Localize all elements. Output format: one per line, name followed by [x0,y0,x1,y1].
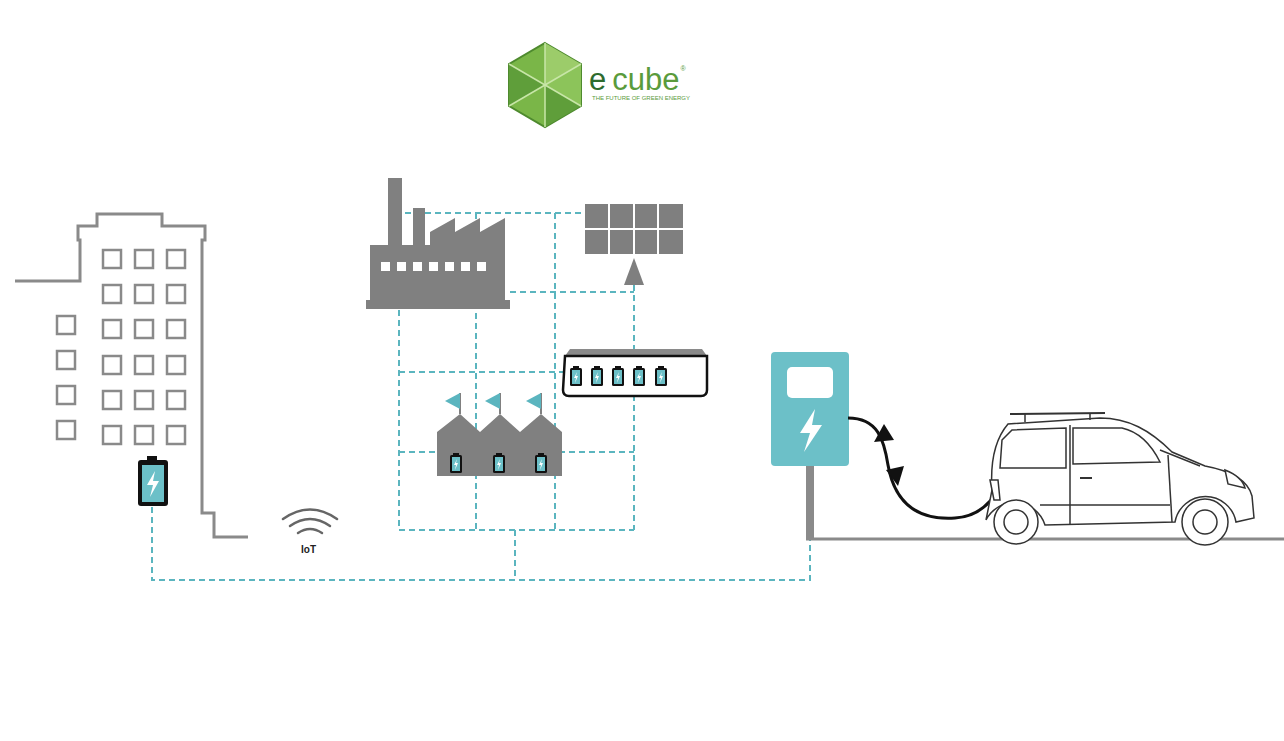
power-network [152,213,810,580]
trademark-mark: ® [680,65,685,72]
factory [366,178,510,309]
solar-panel [585,204,683,285]
electric-van [986,413,1254,545]
logo-tagline: THE FUTURE OF GREEN ENERGY [592,95,690,101]
storage-plant [437,393,562,476]
battery-bank [563,349,707,396]
wifi-symbol [283,510,337,534]
building [15,214,248,537]
building-battery [138,456,168,506]
iot-label: IoT [301,545,316,555]
logo-word: cube [612,64,679,95]
logo-letter: e [589,64,606,95]
charging-cable [848,418,1000,518]
logo-hexagon [509,43,581,127]
